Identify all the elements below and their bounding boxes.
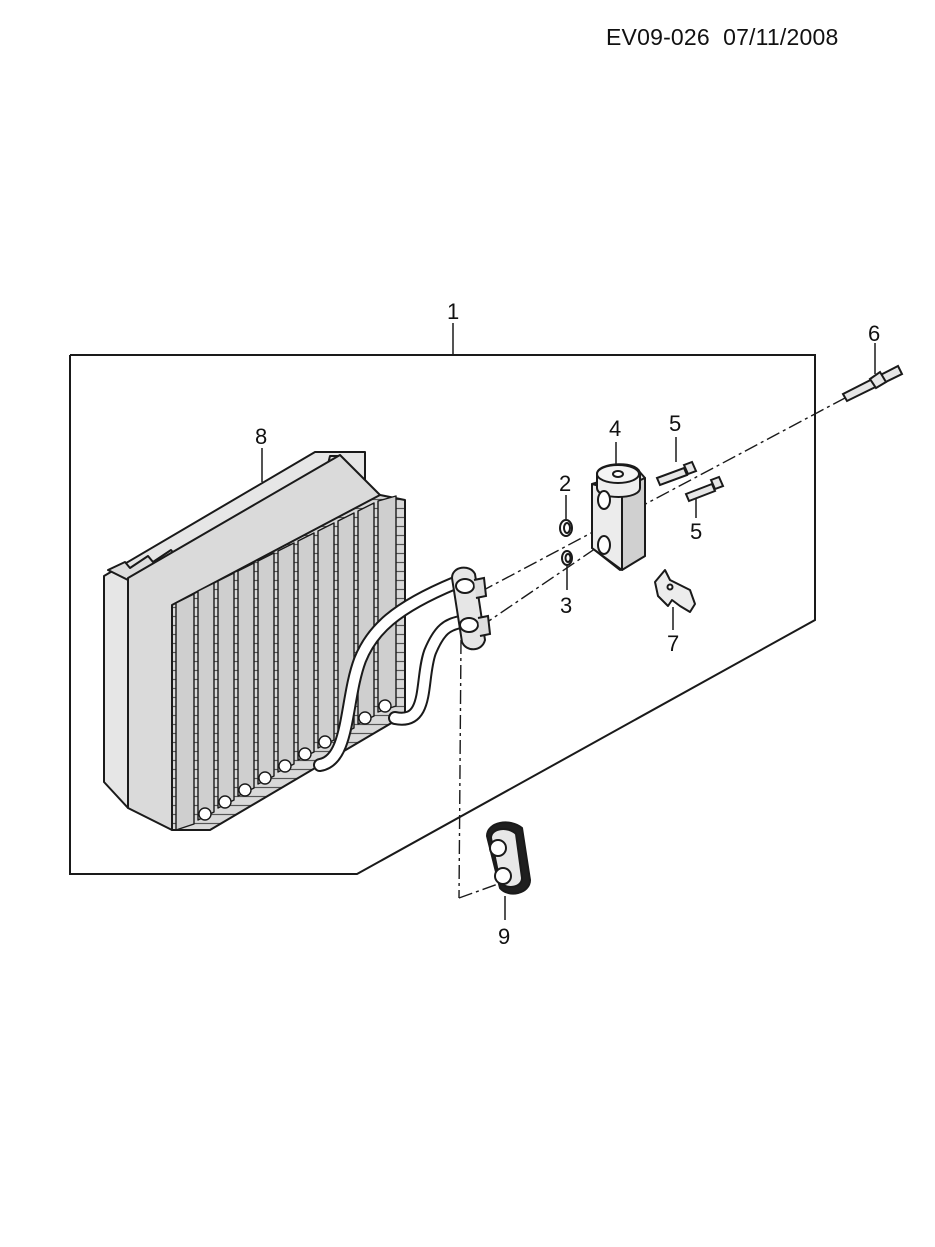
callout-4: 4 (609, 416, 621, 441)
valve-bolt-upper (655, 460, 698, 487)
valve-bolt-lower (684, 475, 725, 503)
callout-6: 6 (868, 321, 880, 346)
callout-1: 1 (447, 299, 459, 324)
callout-5-upper: 5 (669, 411, 681, 436)
o-ring-small (561, 550, 573, 566)
callout-5-lower: 5 (690, 519, 702, 544)
stud-bolt (841, 364, 904, 403)
callout-7: 7 (667, 631, 679, 656)
alignment-lines (458, 397, 846, 899)
expansion-valve (591, 463, 646, 571)
callout-2: 2 (559, 471, 571, 496)
o-ring-large (559, 519, 573, 537)
pipe-seal (486, 821, 531, 895)
pipe-flange (450, 566, 492, 651)
assembly-boundary (69, 354, 816, 875)
diagram-code-date: EV09-026 07/11/2008 (606, 24, 839, 50)
evaporator-pipes (313, 576, 467, 772)
callout-3: 3 (560, 593, 572, 618)
evaporator-core (103, 451, 406, 831)
valve-bracket (654, 569, 696, 613)
callout-9: 9 (498, 924, 510, 949)
callout-8: 8 (255, 424, 267, 449)
